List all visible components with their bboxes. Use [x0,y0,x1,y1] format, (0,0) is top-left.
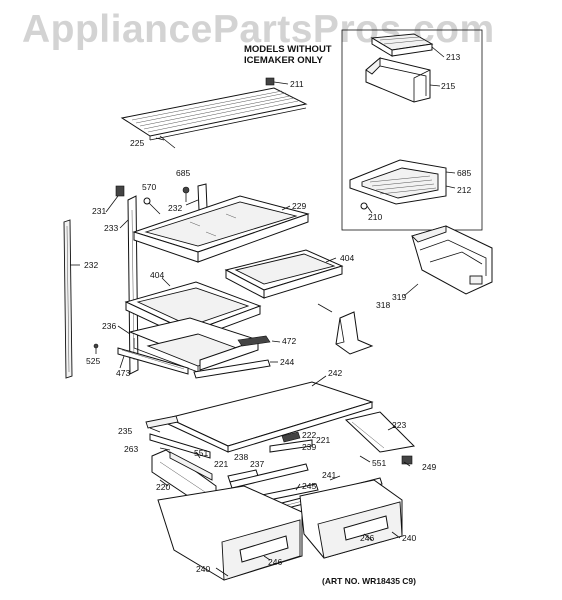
callout-231: 231 [92,206,106,216]
callout-244: 244 [280,357,294,367]
part-221-slide-left [169,451,213,481]
callout-213: 213 [446,52,460,62]
part-242-crisper-cover [166,381,374,453]
callout-551-left: 551 [194,448,208,458]
part-235-slide [145,415,179,429]
callout-239: 239 [302,442,316,452]
art-number-note: (ART NO. WR18435 C9) [322,576,416,586]
part-212-ice-rack [349,159,456,205]
callout-570: 570 [142,182,156,192]
callout-404-left: 404 [150,270,164,280]
part-236-drawer-frame [128,317,260,373]
part-404-glass-shelf-right [224,249,344,299]
callout-246-right: 246 [360,533,374,543]
part-211-clip [265,77,289,86]
part-239-clip [269,439,313,453]
callout-222: 222 [302,430,316,440]
part-223-slide [344,411,416,453]
callout-685-shelf: 685 [176,168,190,178]
callout-232-rail: 232 [84,260,98,270]
callout-240-left: 240 [196,564,210,574]
callout-237: 237 [250,459,264,469]
part-319-ice-bin [411,225,493,295]
callout-525: 525 [86,356,100,366]
part-685-bolt [182,186,190,202]
callout-319: 319 [392,292,406,302]
callout-225: 225 [130,138,144,148]
callout-472: 472 [282,336,296,346]
callout-242: 242 [328,368,342,378]
callout-210: 210 [368,212,382,222]
part-232-side-rail [63,219,73,379]
part-473-rail [117,347,189,375]
callout-223: 223 [392,420,406,430]
callout-212: 212 [457,185,471,195]
part-244-rail [193,359,271,379]
callout-211: 211 [290,79,304,89]
callout-551-right: 551 [372,458,386,468]
part-237-rail [229,463,309,489]
callout-236: 236 [102,321,116,331]
part-240-drawer-right [299,479,403,559]
part-249-clip [401,455,413,465]
callout-241: 241 [322,470,336,480]
callout-685-inset: 685 [457,168,471,178]
callout-229: 229 [292,201,306,211]
part-525-clip [93,343,99,354]
callout-233: 233 [104,223,118,233]
callout-318: 318 [376,300,390,310]
inset-header-line2: ICEMAKER ONLY [244,55,323,66]
part-404-glass-shelf-left [124,281,262,341]
part-225-wire-shelf [120,87,308,149]
inset-box [341,29,483,231]
callout-246-left: 246 [268,557,282,567]
inset-header-line1: MODELS WITHOUT [244,44,332,55]
callout-221-left: 221 [214,459,228,469]
callout-232-bracket: 232 [168,203,182,213]
leader-lines [70,137,419,577]
part-318-bracket [335,311,374,355]
callout-249: 249 [422,462,436,472]
part-570-screw [143,197,161,215]
callout-404-right: 404 [340,253,354,263]
part-213-ice-tray [370,33,445,58]
callout-245: 245 [302,481,316,491]
callout-221-right: 221 [316,435,330,445]
callout-263: 263 [124,444,138,454]
callout-473: 473 [116,368,130,378]
part-222-clip [281,431,301,443]
part-229-glass-shelf [132,195,310,263]
part-263-slide [149,433,211,459]
callout-235: 235 [118,426,132,436]
callout-220: 220 [156,482,170,492]
part-233-ladder-rail [115,185,139,375]
part-240-drawer-left [157,485,303,581]
callout-215: 215 [441,81,455,91]
part-472-rail [237,335,271,347]
part-210-screw [360,202,373,214]
callout-240-right: 240 [402,533,416,543]
callout-238: 238 [234,452,248,462]
part-215-ice-bucket [365,57,441,103]
